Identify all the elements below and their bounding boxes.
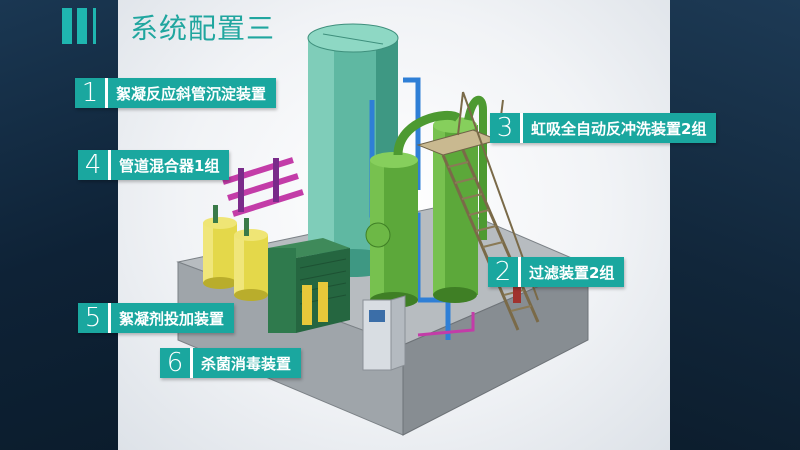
label-4-pipeline-mixer: 4 管道混合器1组 bbox=[78, 150, 230, 180]
page-title: 系统配置三 bbox=[130, 12, 276, 45]
label-5-flocculant-dosing: 5 絮凝剂投加装置 bbox=[78, 303, 235, 333]
label-text: 管道混合器1组 bbox=[108, 150, 230, 180]
equipment-3d-illustration bbox=[176, 23, 590, 436]
label-text: 杀菌消毒装置 bbox=[190, 348, 302, 378]
background-right bbox=[650, 0, 800, 450]
label-text: 絮凝剂投加装置 bbox=[108, 303, 235, 333]
label-number: 2 bbox=[488, 257, 518, 287]
label-text: 虹吸全自动反冲洗装置2组 bbox=[520, 113, 717, 143]
label-number: 3 bbox=[490, 113, 520, 143]
label-number: 4 bbox=[78, 150, 108, 180]
label-2-filtration: 2 过滤装置2组 bbox=[488, 257, 625, 287]
label-1-flocculation-sedimentation: 1 絮凝反应斜管沉淀装置 bbox=[75, 78, 277, 108]
label-3-siphon-backwash: 3 虹吸全自动反冲洗装置2组 bbox=[490, 113, 717, 143]
label-text: 过滤装置2组 bbox=[518, 257, 625, 287]
label-text: 絮凝反应斜管沉淀装置 bbox=[105, 78, 277, 108]
label-6-disinfection: 6 杀菌消毒装置 bbox=[160, 348, 302, 378]
label-number: 5 bbox=[78, 303, 108, 333]
label-number: 6 bbox=[160, 348, 190, 378]
title-bars-icon bbox=[62, 8, 102, 44]
label-number: 1 bbox=[75, 78, 105, 108]
